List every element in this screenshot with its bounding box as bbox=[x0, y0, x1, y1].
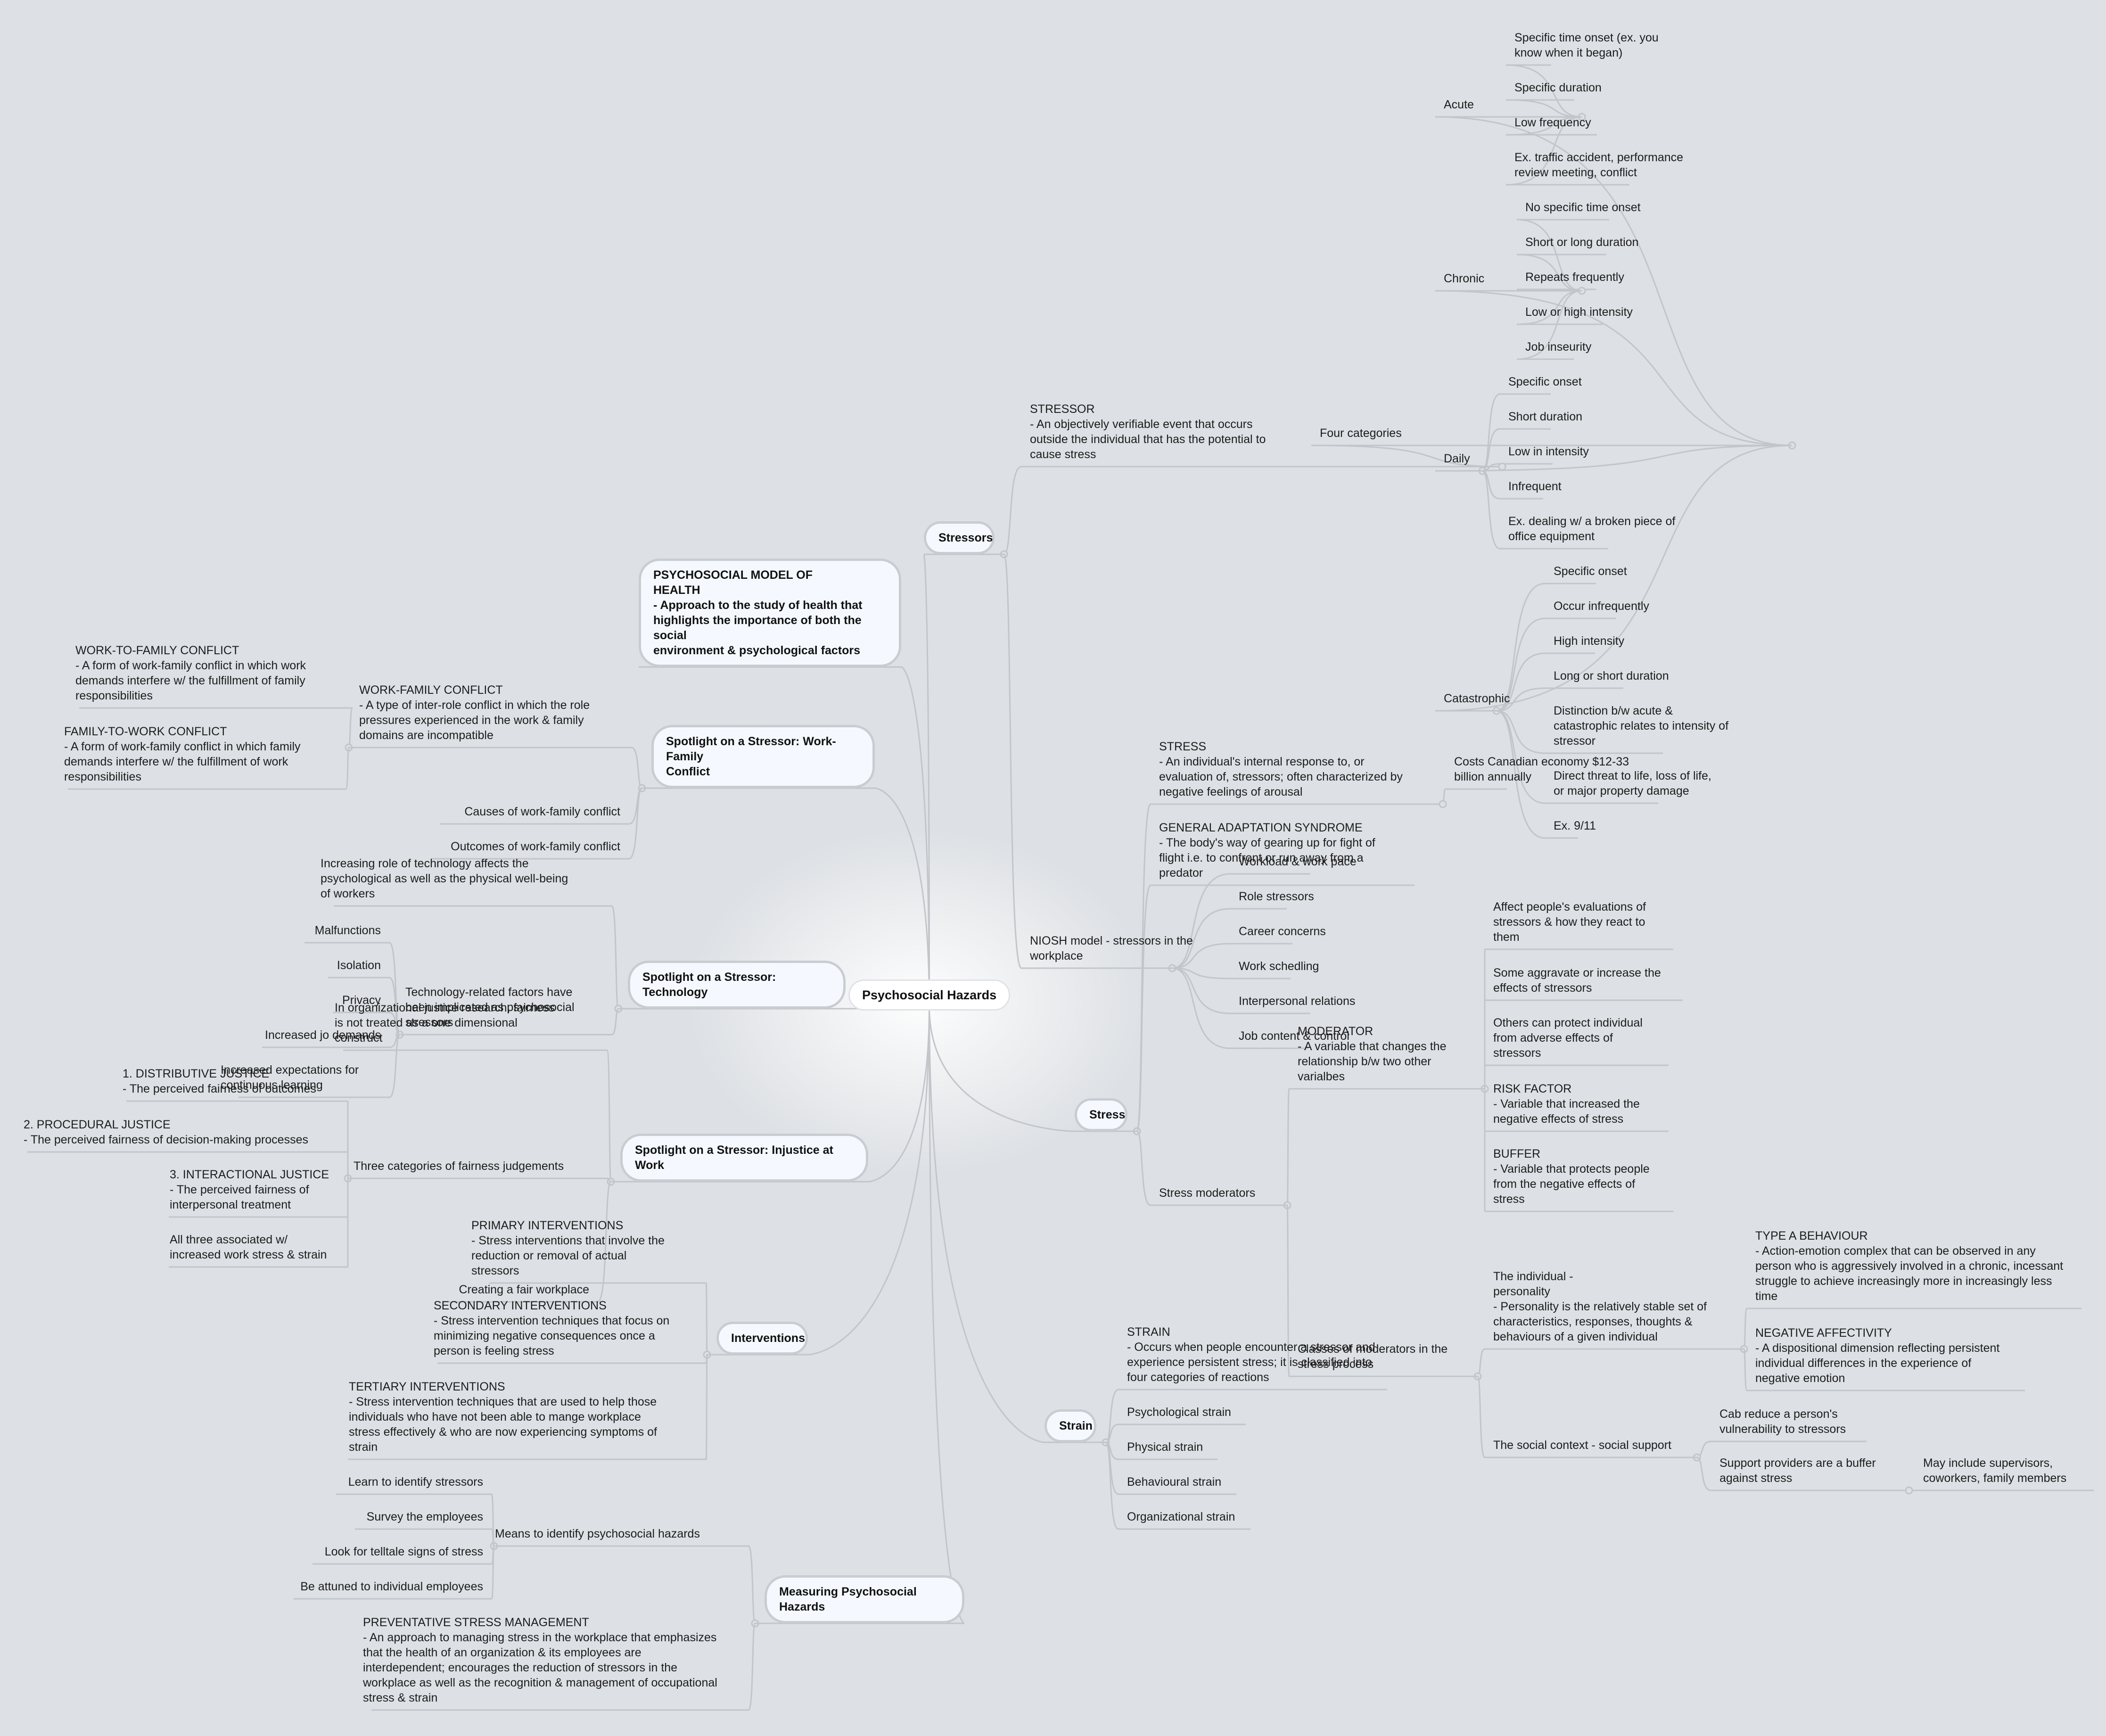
node-a1[interactable]: Specific time onset (ex. you know when i… bbox=[1514, 31, 1659, 59]
node-n1[interactable]: Workload & work pace bbox=[1239, 855, 1357, 868]
node-k4[interactable]: Long or short duration bbox=[1554, 669, 1669, 683]
node-k3[interactable]: High intensity bbox=[1554, 634, 1625, 648]
node-prim[interactable]: PRIMARY INTERVENTIONS - Stress intervent… bbox=[471, 1219, 665, 1277]
node-md1[interactable]: Affect people's evaluations of stressors… bbox=[1493, 900, 1646, 944]
topic-stress[interactable]: Stress bbox=[1075, 1098, 1127, 1131]
node-inj2[interactable]: Three categories of fairness judgements bbox=[354, 1160, 564, 1173]
node-j1[interactable]: 1. DISTRIBUTIVE JUSTICE - The perceived … bbox=[123, 1067, 316, 1095]
node-wfc_def[interactable]: WORK-FAMILY CONFLICT - A type of inter-r… bbox=[359, 683, 590, 742]
node-social[interactable]: The social context - social support bbox=[1493, 1439, 1671, 1452]
node-strain_def[interactable]: STRAIN - Occurs when people encounter a … bbox=[1127, 1325, 1375, 1384]
node-c5[interactable]: Job inseurity bbox=[1525, 340, 1592, 354]
node-k2[interactable]: Occur infrequently bbox=[1554, 600, 1649, 613]
node-inj1[interactable]: In organizational justice research, fair… bbox=[335, 1001, 555, 1045]
node-typea[interactable]: TYPE A BEHAVIOUR - Action-emotion comple… bbox=[1755, 1229, 2064, 1303]
node-d1[interactable]: Specific onset bbox=[1508, 375, 1582, 388]
node-k5[interactable]: Distinction b/w acute & catastrophic rel… bbox=[1554, 704, 1729, 748]
node-a2[interactable]: Specific duration bbox=[1514, 81, 1602, 94]
node-n5[interactable]: Interpersonal relations bbox=[1239, 995, 1356, 1008]
node-k6[interactable]: Direct threat to life, loss of life, or … bbox=[1554, 769, 1711, 798]
node-chronic[interactable]: Chronic bbox=[1444, 272, 1485, 285]
node-s2[interactable]: Support providers are a buffer against s… bbox=[1719, 1456, 1876, 1485]
node-c1[interactable]: No specific time onset bbox=[1525, 201, 1641, 214]
node-st3[interactable]: Behavioural strain bbox=[1127, 1475, 1222, 1489]
node-d3[interactable]: Low in intensity bbox=[1508, 445, 1589, 458]
node-acute[interactable]: Acute bbox=[1444, 98, 1474, 111]
node-stressor_def[interactable]: STRESSOR - An objectively verifiable eve… bbox=[1030, 403, 1266, 461]
node-t5[interactable]: Increased expectations for continuous le… bbox=[221, 1063, 359, 1092]
node-daily[interactable]: Daily bbox=[1444, 452, 1470, 465]
node-inj3[interactable]: Creating a fair workplace bbox=[459, 1283, 589, 1296]
node-causes[interactable]: Causes of work-family conflict bbox=[464, 805, 620, 818]
node-s1[interactable]: Cab reduce a person's vulnerability to s… bbox=[1719, 1407, 1846, 1436]
node-st4[interactable]: Organizational strain bbox=[1127, 1510, 1235, 1523]
topic-wfc[interactable]: Spotlight on a Stressor: Work-Family Con… bbox=[651, 725, 875, 788]
node-k7[interactable]: Ex. 9/11 bbox=[1554, 819, 1596, 832]
node-m4[interactable]: Be attuned to individual employees bbox=[300, 1580, 483, 1593]
node-m1[interactable]: Learn to identify stressors bbox=[348, 1475, 483, 1489]
node-individual[interactable]: The individual - personality - Personali… bbox=[1493, 1270, 1707, 1343]
node-four_cat[interactable]: Four categories bbox=[1320, 427, 1402, 440]
node-m3[interactable]: Look for telltale signs of stress bbox=[324, 1545, 483, 1558]
node-niosh[interactable]: NIOSH model - stressors in the workplace bbox=[1030, 934, 1193, 963]
node-t1[interactable]: Malfunctions bbox=[314, 924, 381, 937]
node-outcomes[interactable]: Outcomes of work-family conflict bbox=[451, 840, 620, 853]
node-k1[interactable]: Specific onset bbox=[1554, 565, 1627, 578]
node-psm2[interactable]: PREVENTATIVE STRESS MANAGEMENT - An appr… bbox=[363, 1616, 717, 1704]
node-n2[interactable]: Role stressors bbox=[1239, 890, 1314, 903]
node-wtf[interactable]: WORK-TO-FAMILY CONFLICT - A form of work… bbox=[75, 644, 306, 702]
node-d4[interactable]: Infrequent bbox=[1508, 480, 1562, 493]
topic-strain[interactable]: Strain bbox=[1045, 1409, 1096, 1442]
node-n3[interactable]: Career concerns bbox=[1239, 925, 1326, 938]
topic-psm[interactable]: PSYCHOSOCIAL MODEL OF HEALTH - Approach … bbox=[639, 559, 901, 667]
node-j4[interactable]: All three associated w/ increased work s… bbox=[170, 1233, 327, 1261]
node-ftw[interactable]: FAMILY-TO-WORK CONFLICT - A form of work… bbox=[64, 725, 301, 783]
node-md4[interactable]: RISK FACTOR - Variable that increased th… bbox=[1493, 1082, 1640, 1126]
node-d5[interactable]: Ex. dealing w/ a broken piece of office … bbox=[1508, 515, 1676, 543]
node-moderators[interactable]: Stress moderators bbox=[1159, 1186, 1256, 1200]
node-c2[interactable]: Short or long duration bbox=[1525, 236, 1639, 249]
node-c4[interactable]: Low or high intensity bbox=[1525, 305, 1633, 319]
node-t4[interactable]: Increased jo demands bbox=[265, 1028, 381, 1042]
node-costs[interactable]: Costs Canadian economy $12-33 billion an… bbox=[1454, 755, 1629, 783]
node-classes[interactable]: Classes of moderators in the stress proc… bbox=[1298, 1342, 1448, 1371]
node-d2[interactable]: Short duration bbox=[1508, 410, 1583, 423]
node-sec[interactable]: SECONDARY INTERVENTIONS - Stress interve… bbox=[434, 1299, 670, 1358]
node-j2[interactable]: 2. PROCEDURAL JUSTICE - The perceived fa… bbox=[24, 1118, 308, 1146]
node-tech2[interactable]: Technology-related factors have been imp… bbox=[405, 986, 575, 1029]
node-negaff[interactable]: NEGATIVE AFFECTIVITY - A dispositional d… bbox=[1755, 1326, 2000, 1385]
node-catastrophic[interactable]: Catastrophic bbox=[1444, 692, 1510, 705]
node-a4[interactable]: Ex. traffic accident, performance review… bbox=[1514, 151, 1684, 179]
node-moderator_def[interactable]: MODERATOR - A variable that changes the … bbox=[1298, 1025, 1447, 1083]
node-tech1[interactable]: Increasing role of technology affects th… bbox=[321, 857, 568, 900]
node-a3[interactable]: Low frequency bbox=[1514, 116, 1591, 129]
node-md2[interactable]: Some aggravate or increase the effects o… bbox=[1493, 966, 1661, 995]
node-n6[interactable]: Job content & control bbox=[1239, 1029, 1349, 1043]
node-m2[interactable]: Survey the employees bbox=[366, 1510, 483, 1523]
node-j3[interactable]: 3. INTERACTIONAL JUSTICE - The perceived… bbox=[170, 1168, 329, 1211]
node-s3[interactable]: May include supervisors, coworkers, fami… bbox=[1923, 1456, 2067, 1485]
node-ter[interactable]: TERTIARY INTERVENTIONS - Stress interven… bbox=[349, 1380, 657, 1454]
node-c3[interactable]: Repeats frequently bbox=[1525, 271, 1624, 284]
central-topic-psychosocial-hazards[interactable]: Psychosocial Hazards bbox=[848, 979, 1011, 1011]
node-t2[interactable]: Isolation bbox=[337, 959, 381, 972]
node-stress_def[interactable]: STRESS - An individual's internal respon… bbox=[1159, 740, 1403, 798]
node-t3[interactable]: Privacy bbox=[342, 994, 381, 1007]
node-md3[interactable]: Others can protect individual from adver… bbox=[1493, 1016, 1643, 1060]
node-md5[interactable]: BUFFER - Variable that protects people f… bbox=[1493, 1147, 1650, 1206]
node-st1[interactable]: Psychological strain bbox=[1127, 1406, 1231, 1419]
node-st2[interactable]: Physical strain bbox=[1127, 1440, 1203, 1454]
node-n4[interactable]: Work schedling bbox=[1239, 960, 1319, 973]
topic-tech[interactable]: Spotlight on a Stressor: Technology bbox=[628, 961, 846, 1009]
node-gas[interactable]: GENERAL ADAPTATION SYNDROME - The body's… bbox=[1159, 821, 1375, 880]
topic-stressors[interactable]: Stressors bbox=[924, 521, 995, 554]
topic-interventions[interactable]: Interventions bbox=[716, 1322, 808, 1355]
node-means[interactable]: Means to identify psychosocial hazards bbox=[495, 1527, 700, 1540]
topic-measuring[interactable]: Measuring Psychosocial Hazards bbox=[765, 1575, 964, 1623]
topic-injustice[interactable]: Spotlight on a Stressor: Injustice at Wo… bbox=[620, 1134, 868, 1182]
